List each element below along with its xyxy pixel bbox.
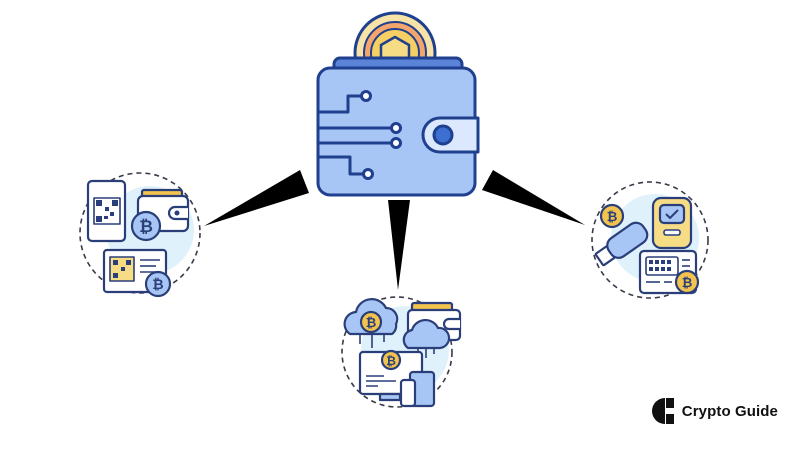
wallet-with-coin-icon (316, 11, 480, 197)
svg-text:₿: ₿ (386, 354, 396, 368)
brand-name: Crypto Guide (681, 402, 778, 420)
brand: Crypto Guide (651, 398, 778, 424)
svg-text:₿: ₿ (682, 276, 693, 291)
arrow-to-bottom (388, 200, 410, 290)
svg-text:₿: ₿ (366, 316, 377, 331)
cloud-software-wallet-icon: ₿ ₿ (341, 296, 462, 408)
crypto-guide-logo-icon (651, 398, 674, 424)
arrow-to-right (482, 170, 585, 225)
svg-text:₿: ₿ (139, 217, 153, 237)
svg-text:₿: ₿ (607, 210, 618, 225)
hardware-wallet-icon: ₿ ₿ (591, 181, 709, 299)
paper-wallet-icon: ₿ ₿ (79, 172, 201, 298)
svg-text:₿: ₿ (152, 277, 163, 293)
arrow-to-left (204, 170, 309, 226)
diagram-arrows (204, 170, 585, 290)
